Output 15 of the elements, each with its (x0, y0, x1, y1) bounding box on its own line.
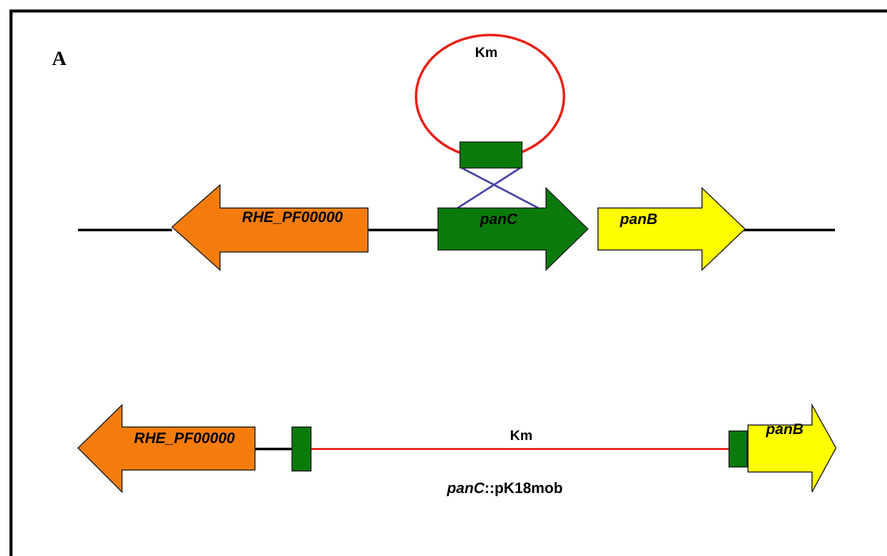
construct-label: panC::pK18mob (447, 480, 563, 497)
edge-label: Km (508, 427, 535, 443)
gene-label: panB (766, 421, 804, 439)
gene-label: RHE_PF00000 (242, 209, 343, 227)
dna-backbone (368, 228, 438, 232)
marker-label: Km (475, 43, 498, 61)
dna-backbone (255, 448, 292, 450)
insert-line (311, 448, 729, 450)
dna-backbone (78, 228, 172, 232)
crossover-line (461, 167, 539, 209)
gene-label: panC (480, 211, 518, 229)
gene-label: panB (620, 211, 658, 229)
crossover-line (456, 167, 521, 209)
panel-letter: A (52, 48, 66, 71)
gene-label: RHE_PF00000 (134, 430, 235, 448)
